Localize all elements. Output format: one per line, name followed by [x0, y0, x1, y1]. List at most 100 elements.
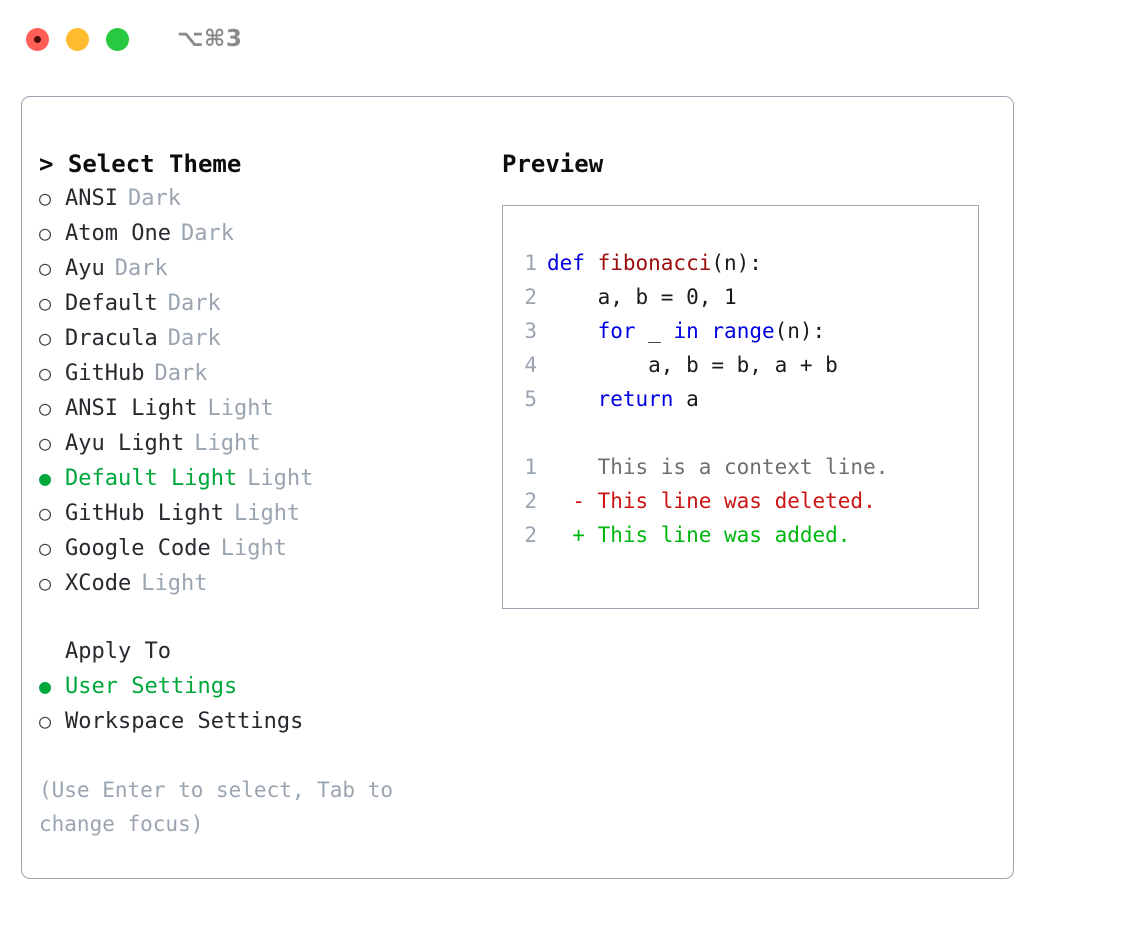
radio-unselected-icon[interactable]: ○ — [39, 431, 52, 455]
code-token-kw: range — [711, 319, 775, 343]
code-line-text: for _ in range(n): — [547, 314, 826, 348]
keyboard-hint: (Use Enter to select, Tab to change focu… — [39, 778, 406, 836]
theme-variant-badge: Dark — [167, 326, 221, 351]
apply-to-label: Workspace Settings — [65, 709, 304, 734]
theme-list-item[interactable]: ○ GitHub Dark — [39, 356, 492, 391]
theme-list-item[interactable]: ○ ANSI Dark — [39, 181, 492, 216]
theme-list-item[interactable]: ○ XCode Light — [39, 566, 492, 601]
code-token-plain — [547, 319, 598, 343]
code-line-number: 2 — [524, 285, 537, 309]
radio-unselected-icon[interactable]: ○ — [39, 361, 52, 385]
code-line: 3 for _ in range(n): — [503, 314, 978, 348]
code-line-text: def fibonacci(n): — [547, 246, 762, 280]
theme-name: XCode — [65, 571, 132, 596]
code-token-plain: a — [673, 387, 699, 411]
apply-to-heading: Apply To — [65, 639, 171, 664]
theme-variant-badge: Light — [207, 396, 274, 421]
radio-unselected-icon[interactable]: ○ — [39, 186, 52, 210]
code-token-kw: for — [597, 319, 636, 343]
theme-name: Ayu Light — [65, 431, 185, 456]
code-line-number: 1 — [524, 251, 537, 275]
keyboard-shortcut-label: ⌥⌘3 — [177, 26, 243, 52]
list-spacer — [39, 601, 492, 635]
diff-line-number: 2 — [524, 523, 537, 547]
maximize-button[interactable] — [106, 27, 129, 51]
diff-line-text-add: + This line was added. — [547, 523, 851, 547]
apply-to-list: ● User Settings ○ Workspace Settings — [39, 669, 492, 739]
theme-name: Google Code — [65, 536, 211, 561]
theme-name: Default Light — [65, 466, 238, 491]
code-token-plain: a, b = b, a + b — [547, 353, 838, 377]
theme-list-item[interactable]: ○ Ayu Light Light — [39, 426, 492, 461]
minimize-button[interactable] — [66, 27, 89, 51]
diff-line: 2 - This line was deleted. — [503, 484, 978, 518]
code-line-number: 5 — [524, 387, 537, 411]
theme-list-item[interactable]: ○ Dracula Dark — [39, 321, 492, 356]
code-token-kw: def — [547, 251, 598, 275]
page-title: > Select Theme — [39, 147, 492, 181]
theme-variant-badge: Light — [141, 571, 208, 596]
theme-name: Ayu — [65, 256, 105, 281]
theme-variant-badge: Light — [233, 501, 301, 526]
preview-title: Preview — [502, 150, 604, 178]
radio-unselected-icon[interactable]: ○ — [39, 536, 52, 560]
close-button[interactable] — [26, 27, 49, 51]
code-line: 2 a, b = 0, 1 — [503, 280, 978, 314]
radio-unselected-icon[interactable]: ○ — [39, 221, 52, 245]
theme-name: GitHub — [65, 361, 145, 386]
theme-name: Default — [65, 291, 158, 316]
traffic-light-group — [26, 27, 129, 51]
theme-list-item[interactable]: ○ GitHub Light Light — [39, 496, 492, 531]
radio-selected-icon[interactable]: ● — [39, 674, 52, 698]
code-token-plain — [547, 387, 598, 411]
preview-gap — [503, 416, 978, 450]
radio-unselected-icon[interactable]: ○ — [39, 291, 52, 315]
code-line-text: a, b = 0, 1 — [547, 280, 737, 314]
theme-variant-badge: Dark — [154, 361, 208, 386]
theme-name: GitHub Light — [65, 501, 224, 526]
title-bar: ⌥⌘3 — [0, 0, 1140, 78]
theme-list-item[interactable]: ○ Google Code Light — [39, 531, 492, 566]
diff-line-number: 2 — [524, 489, 537, 513]
code-token-plain — [699, 319, 712, 343]
radio-selected-icon[interactable]: ● — [39, 466, 52, 490]
theme-variant-badge: Dark — [127, 186, 181, 211]
theme-variant-badge: Dark — [180, 221, 234, 246]
theme-name: ANSI — [65, 186, 118, 211]
code-token-kw: return — [597, 387, 674, 411]
prompt-caret-icon: > — [39, 150, 68, 178]
diff-line: 2 + This line was added. — [503, 518, 978, 552]
code-token-kw: in — [673, 319, 699, 343]
code-token-plain: (n): — [711, 251, 762, 275]
radio-unselected-icon[interactable]: ○ — [39, 256, 52, 280]
apply-to-label: User Settings — [65, 674, 238, 699]
radio-unselected-icon[interactable]: ○ — [39, 709, 52, 733]
theme-list-item[interactable]: ○ Ayu Dark — [39, 251, 492, 286]
radio-unselected-icon[interactable]: ○ — [39, 571, 52, 595]
apply-to-item[interactable]: ● User Settings — [39, 669, 492, 704]
code-line: 1 def fibonacci(n): — [503, 246, 978, 280]
diff-line-number: 1 — [524, 455, 537, 479]
theme-variant-badge: Light — [220, 536, 287, 561]
theme-variant-badge: Light — [194, 431, 261, 456]
radio-unselected-icon[interactable]: ○ — [39, 501, 52, 525]
theme-name: Dracula — [65, 326, 158, 351]
radio-unselected-icon[interactable]: ○ — [39, 326, 52, 350]
code-token-plain: (n): — [774, 319, 826, 343]
code-line-text: return a — [547, 382, 699, 416]
apply-to-item[interactable]: ○ Workspace Settings — [39, 704, 492, 739]
page-title-text: Select Theme — [67, 150, 242, 178]
radio-unselected-icon[interactable]: ○ — [39, 396, 52, 420]
diff-line-text-del: - This line was deleted. — [547, 489, 876, 513]
theme-variant-badge: Dark — [114, 256, 168, 281]
code-line-number: 4 — [524, 353, 537, 377]
